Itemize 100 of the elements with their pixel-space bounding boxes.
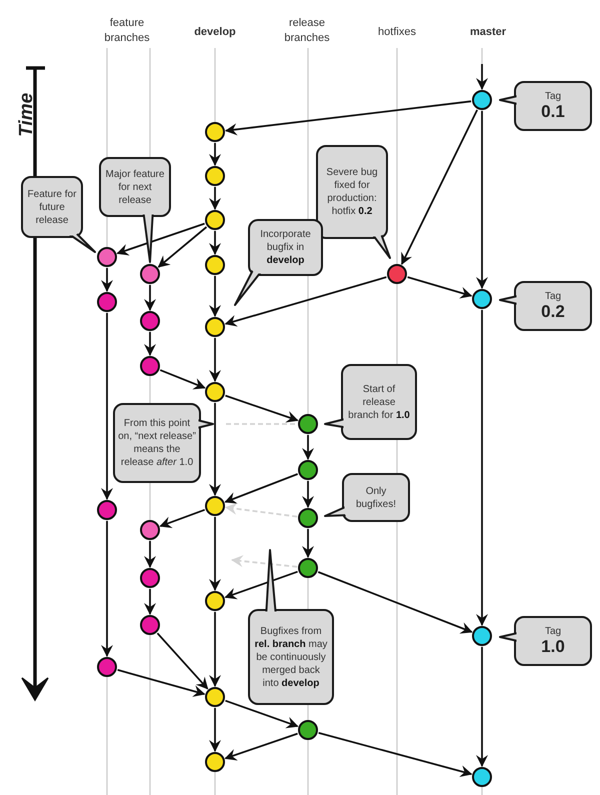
axis-label: Time	[15, 92, 38, 139]
callout-text: Feature for future release	[26, 188, 78, 226]
commit-dot	[97, 292, 117, 312]
arrow	[476, 310, 488, 626]
commit-dot	[298, 414, 318, 434]
arrow	[302, 435, 314, 460]
arrow	[401, 110, 478, 265]
column-header: release branches	[283, 16, 331, 46]
callout-text: Tag	[544, 625, 562, 638]
callout-text: Only bugfixes!	[354, 484, 398, 510]
arrow	[159, 508, 206, 528]
commit-dot	[298, 508, 318, 528]
callout-text: Tag	[544, 90, 562, 104]
arrow	[144, 332, 156, 356]
arrow	[144, 541, 156, 568]
speech-bubble	[98, 156, 172, 264]
speech-bubble	[20, 175, 97, 254]
commit-dot	[97, 247, 117, 267]
speech-bubble	[233, 218, 324, 307]
callout-text: Incorporate bugfix in develop	[259, 228, 312, 267]
arrow	[225, 700, 299, 728]
arrow	[224, 276, 387, 327]
arrow	[224, 732, 298, 760]
commit-dot	[140, 568, 160, 588]
arrow	[476, 111, 488, 289]
commit-dot	[97, 657, 117, 677]
arrow	[144, 589, 156, 615]
callout-text: 1.0	[541, 638, 565, 657]
arrow	[209, 708, 221, 752]
arrow	[160, 369, 206, 390]
arrow	[302, 529, 314, 558]
speech-bubble	[498, 615, 593, 667]
callout-text: 0.1	[541, 103, 565, 122]
commit-dot	[140, 264, 160, 284]
speech-bubble	[112, 402, 215, 484]
column-header: hotfixes	[377, 25, 417, 40]
speech-bubble	[247, 548, 335, 706]
arrow	[476, 64, 488, 90]
arrow	[231, 555, 298, 568]
arrow	[224, 570, 298, 600]
commit-dot	[472, 289, 492, 309]
commit-dot	[205, 166, 225, 186]
commit-dot	[205, 317, 225, 337]
speech-bubble	[323, 472, 411, 523]
callout-text: From this point on, “next release” means the release after 1.0	[118, 417, 196, 469]
arrow	[117, 669, 206, 697]
commit-dot	[298, 720, 318, 740]
arrow	[224, 502, 298, 518]
commit-dot	[205, 496, 225, 516]
callout-text: Major feature for next release	[104, 168, 166, 206]
arrow	[318, 732, 472, 778]
callout-text: Severe bug fixed for production: hotfix 0.2	[325, 166, 379, 218]
arrow	[209, 276, 221, 317]
commit-dot	[205, 752, 225, 772]
column-header: master	[468, 25, 508, 40]
arrow	[209, 143, 221, 166]
arrow	[318, 571, 473, 634]
arrow	[224, 100, 472, 136]
commit-dot	[205, 591, 225, 611]
commit-dot	[472, 90, 492, 110]
commit-dot	[298, 460, 318, 480]
arrow	[209, 612, 221, 687]
commit-dot	[205, 210, 225, 230]
commit-dot	[205, 687, 225, 707]
arrow	[209, 338, 221, 382]
commit-dot	[205, 382, 225, 402]
speech-bubble	[315, 144, 392, 260]
arrow	[209, 403, 221, 496]
arrow	[209, 517, 221, 591]
commit-dot	[140, 311, 160, 331]
callout-text: 0.2	[541, 303, 565, 322]
commit-dot	[205, 122, 225, 142]
arrow	[116, 222, 205, 256]
speech-bubble	[323, 363, 418, 441]
callout-text: Start of release branch for 1.0	[347, 382, 411, 422]
commit-dot	[298, 558, 318, 578]
commit-dot	[472, 767, 492, 787]
arrow	[156, 632, 208, 690]
commit-dot	[140, 356, 160, 376]
arrow	[407, 276, 472, 299]
arrow	[101, 313, 113, 500]
callout-text: Tag	[544, 290, 562, 304]
callout-text: Bugfixes from rel. branch may be continuously merged back into develop	[254, 624, 328, 690]
arrow	[476, 647, 488, 767]
arrow	[101, 521, 113, 657]
column-header: feature branches	[103, 16, 151, 46]
commit-dot	[472, 626, 492, 646]
arrow	[101, 268, 113, 292]
arrow	[144, 285, 156, 311]
column-header: develop	[193, 25, 237, 40]
arrow	[225, 394, 299, 422]
arrow	[224, 473, 298, 504]
commit-dot	[97, 500, 117, 520]
commit-dot	[205, 255, 225, 275]
arrow	[209, 231, 221, 255]
speech-bubble	[498, 80, 593, 132]
speech-bubble	[498, 280, 593, 332]
commit-dot	[387, 264, 407, 284]
arrow	[158, 226, 208, 268]
arrow	[302, 481, 314, 508]
